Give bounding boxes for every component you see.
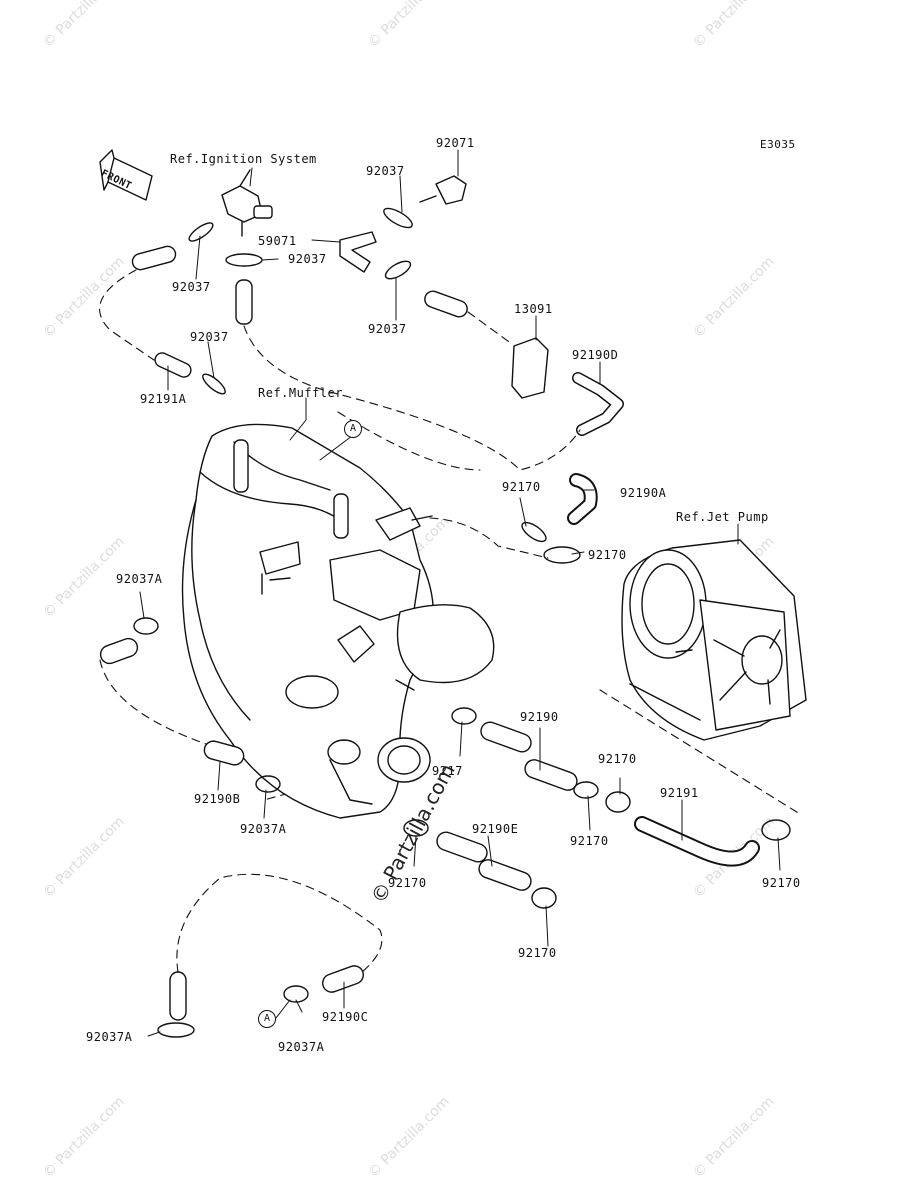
elbow-59071: [339, 231, 377, 273]
part-label-92190B[interactable]: 92190B: [194, 792, 241, 806]
ref-muffler[interactable]: Ref.Muffler: [258, 386, 343, 400]
part-label-92037[interactable]: 92037: [366, 164, 405, 178]
clamp-92037-right: [384, 260, 412, 280]
part-label-59071[interactable]: 59071: [258, 234, 297, 248]
part-label-92170[interactable]: 92170: [762, 876, 801, 890]
hose-92190B: [203, 740, 245, 766]
clamp-9217: [451, 707, 477, 725]
callout-a-top: A: [344, 420, 362, 438]
part-label-92037[interactable]: 92037: [368, 322, 407, 336]
part-label-92170[interactable]: 92170: [388, 876, 427, 890]
clamp-92037-top: [383, 207, 413, 229]
clamp-92170-c: [573, 781, 599, 799]
part-label-13091[interactable]: 13091: [514, 302, 553, 316]
hose-92191A: [154, 352, 192, 378]
part-label-92037A[interactable]: 92037A: [116, 572, 163, 586]
part-label-92190A[interactable]: 92190A: [620, 486, 667, 500]
part-label-92190C[interactable]: 92190C: [322, 1010, 369, 1024]
hose-segment-right: [424, 290, 468, 318]
part-label-92037A[interactable]: 92037A: [86, 1030, 133, 1044]
clamp-92170-a: [521, 521, 547, 543]
part-label-92037[interactable]: 92037: [172, 280, 211, 294]
clamp-92037A-mid: [255, 775, 281, 793]
hose-92190-b: [524, 759, 578, 791]
hose-92190-a: [480, 721, 532, 753]
part-label-92037[interactable]: 92037: [190, 330, 229, 344]
clamp-92170-b: [543, 546, 581, 564]
part-label-92190D[interactable]: 92190D: [572, 348, 619, 362]
clamp-92170-g: [761, 819, 791, 841]
part-label-92037A[interactable]: 92037A: [278, 1040, 325, 1054]
part-label-92037[interactable]: 92037: [288, 252, 327, 266]
fitting-92071: [419, 175, 467, 205]
part-label-92190E[interactable]: 92190E: [472, 822, 519, 836]
hose-92190C: [322, 965, 364, 993]
block-13091: [511, 337, 549, 399]
clamp-92170-d: [605, 791, 631, 813]
front-arrow-icon: [99, 149, 153, 201]
part-label-92037A[interactable]: 92037A: [240, 822, 287, 836]
part-label-92170[interactable]: 92170: [588, 548, 627, 562]
part-label-9217[interactable]: 9217: [432, 764, 463, 778]
part-label-92191A[interactable]: 92191A: [140, 392, 187, 406]
diagram-code: E3035: [760, 138, 796, 151]
hose-bottom-vertical: [169, 971, 187, 1021]
clamp-92037-mid: [225, 253, 263, 267]
part-label-92170[interactable]: 92170: [570, 834, 609, 848]
clamp-92037A-bm: [283, 985, 309, 1003]
hose-92190E-b: [478, 859, 532, 891]
hose-segment-left: [131, 245, 177, 271]
muffler-assembly: [181, 423, 495, 819]
callout-a-bottom: A: [258, 1010, 276, 1028]
hose-vertical-ignition: [235, 279, 253, 325]
part-label-92170[interactable]: 92170: [518, 946, 557, 960]
part-label-92191[interactable]: 92191: [660, 786, 699, 800]
part-label-92190[interactable]: 92190: [520, 710, 559, 724]
clamp-92037-left: [188, 222, 214, 242]
ignition-fitting: [221, 169, 273, 237]
part-label-92170[interactable]: 92170: [502, 480, 541, 494]
clamp-92037A-left: [133, 617, 159, 635]
ref-jet-pump[interactable]: Ref.Jet Pump: [676, 510, 769, 524]
part-label-92170[interactable]: 92170: [598, 752, 637, 766]
hose-92190E-a: [436, 831, 488, 863]
clamp-92170-f: [531, 887, 557, 909]
hose-left-upper: [99, 637, 139, 665]
clamp-92037A-bl: [157, 1022, 195, 1038]
ref-ignition-system[interactable]: Ref.Ignition System: [170, 152, 317, 166]
jet-pump: [621, 539, 807, 741]
part-label-92071[interactable]: 92071: [436, 136, 475, 150]
clamp-92037-low: [202, 373, 226, 395]
